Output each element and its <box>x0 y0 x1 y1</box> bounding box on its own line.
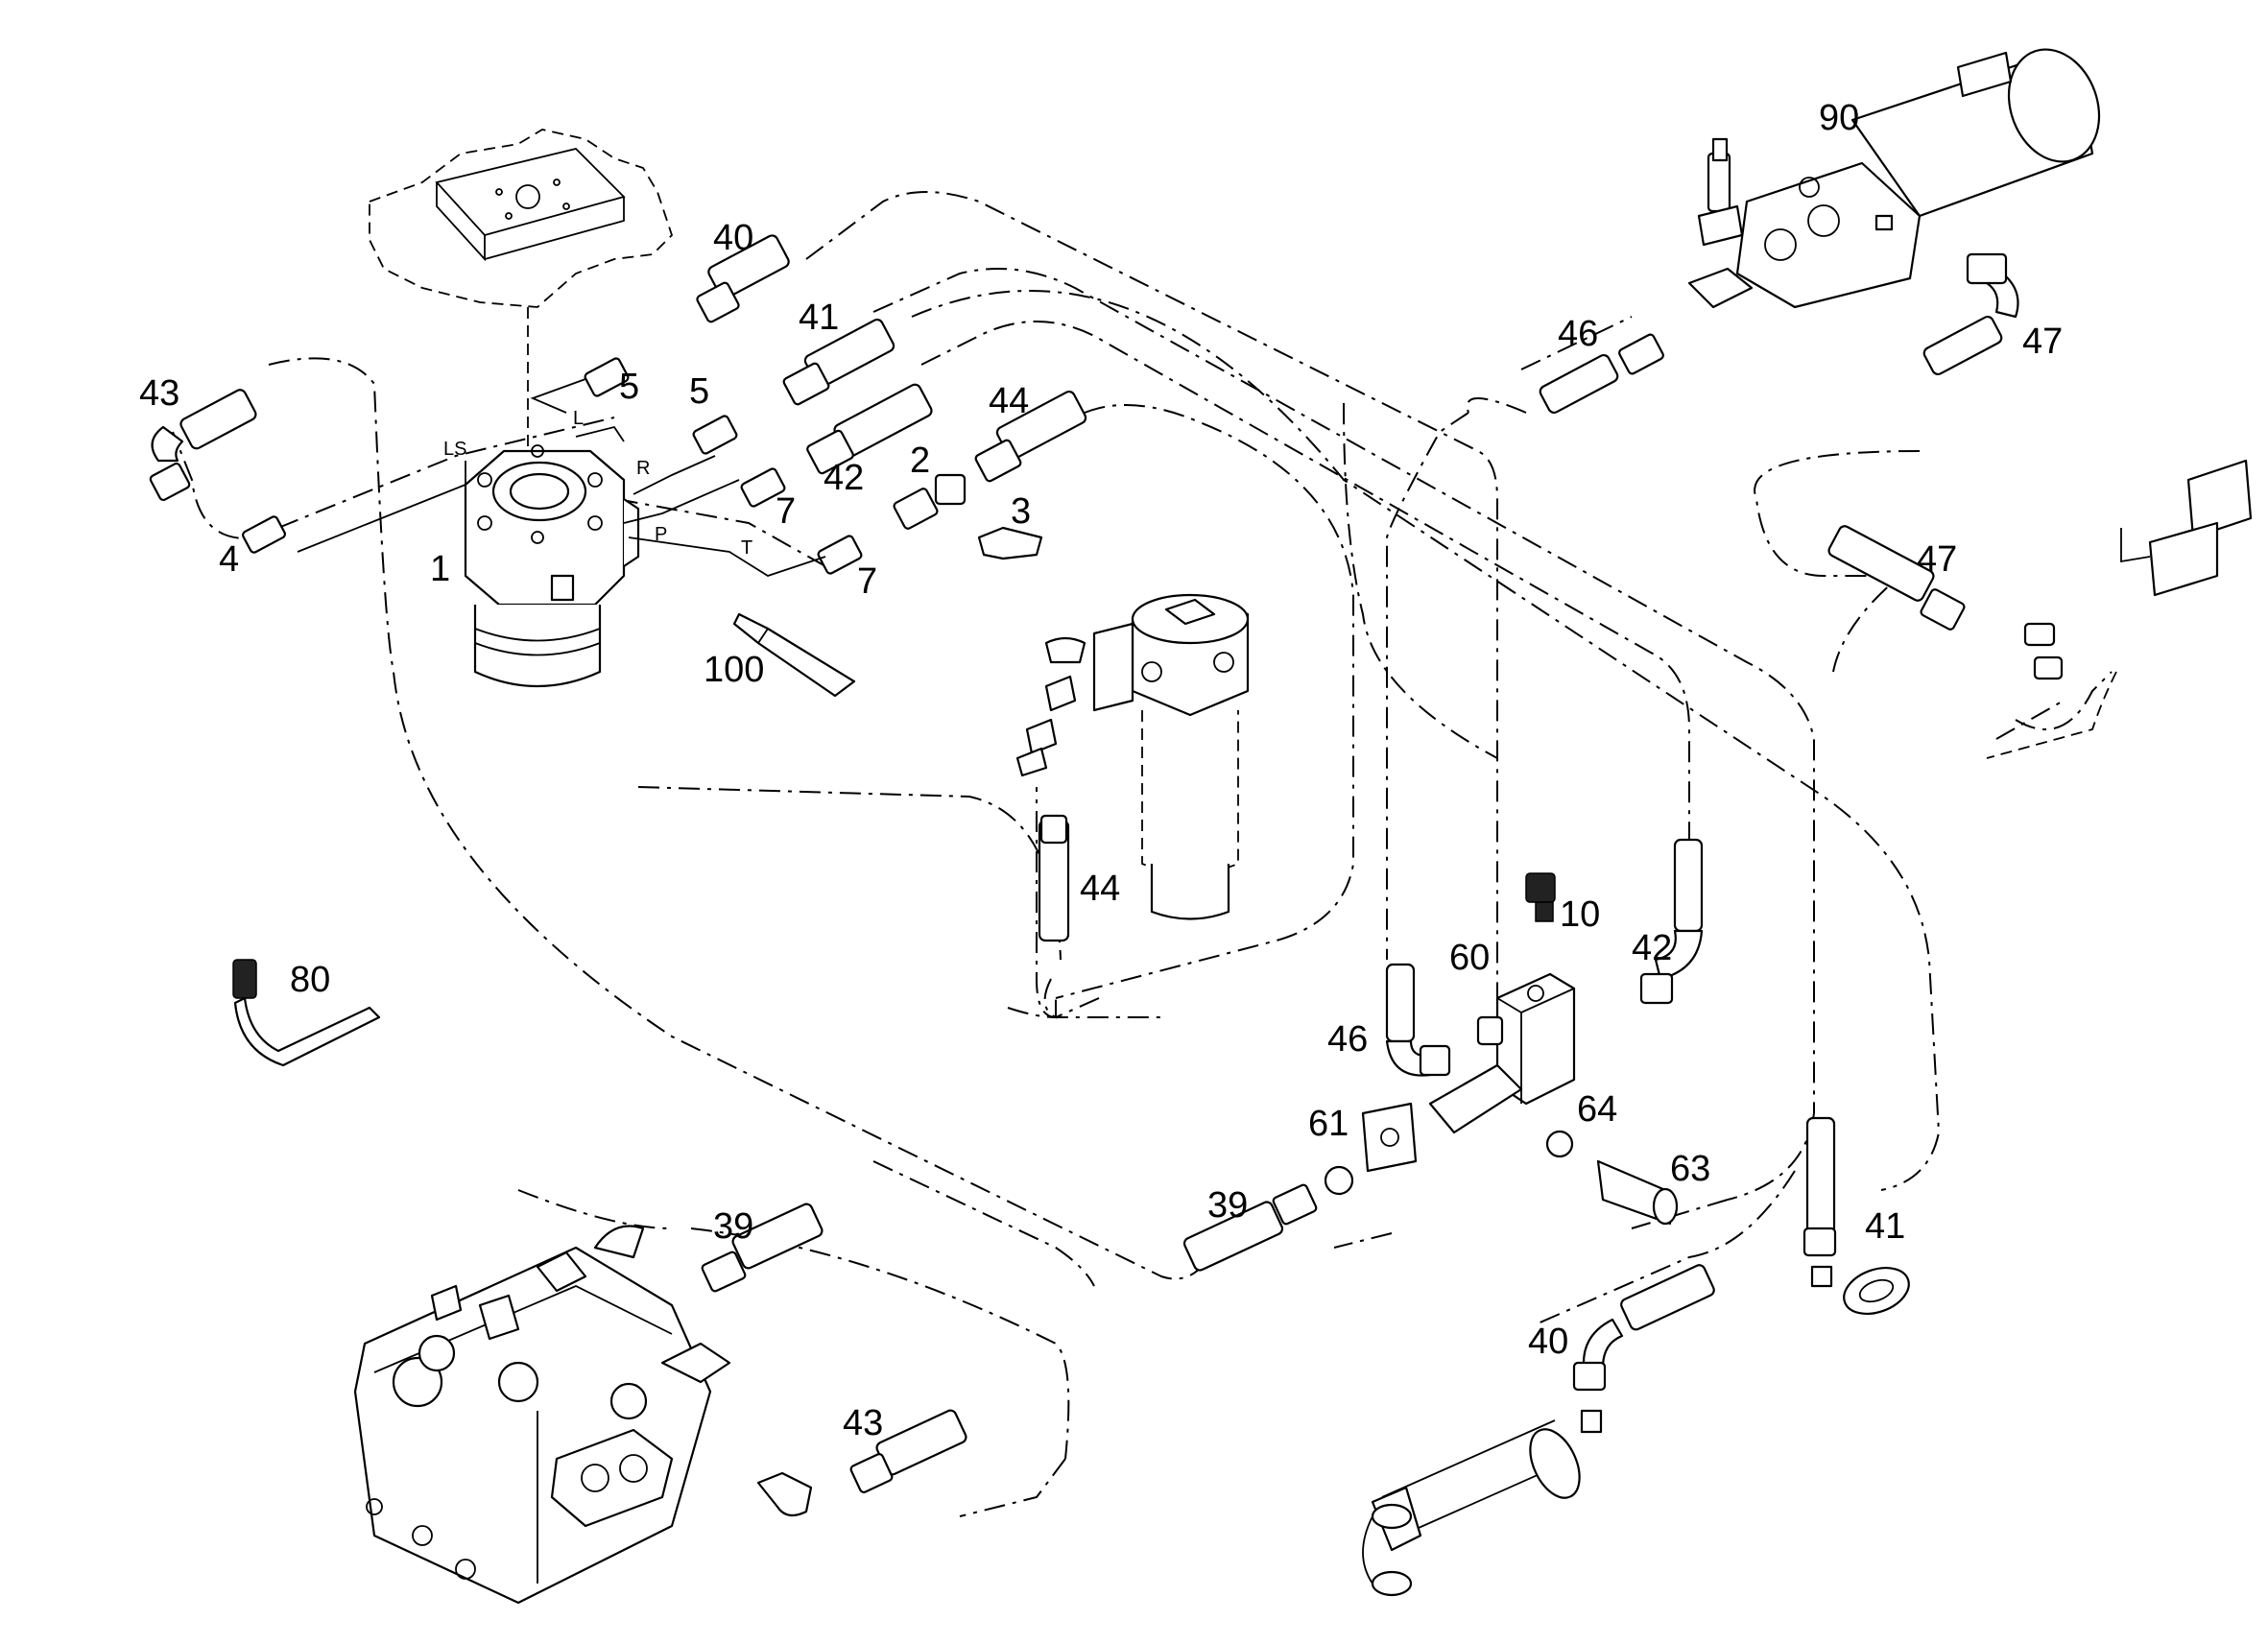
callout-90: 90 <box>1819 98 1859 138</box>
sealant-tube <box>732 612 856 698</box>
pump-motor-unit <box>1687 48 2101 309</box>
callout-47-upper: 47 <box>2022 322 2063 362</box>
callout-43-upper: 43 <box>139 373 179 414</box>
callout-41-lower: 41 <box>1865 1206 1905 1247</box>
callout-7-upper: 7 <box>776 491 796 532</box>
callout-39-lower: 39 <box>713 1206 753 1247</box>
callout-labels: 1 2 3 4 5 5 7 7 10 39 39 40 40 41 41 42 … <box>139 98 2063 1443</box>
callout-46-lower: 46 <box>1327 1019 1368 1060</box>
leader-lines <box>297 378 826 577</box>
fittings-upper-left <box>149 234 1087 575</box>
callout-100: 100 <box>704 650 764 690</box>
port-labels: LS L R P T <box>443 408 752 559</box>
callout-41-upper: 41 <box>799 298 839 338</box>
cable-tie <box>232 959 381 1067</box>
steering-column-mount <box>369 129 674 451</box>
callout-4: 4 <box>219 539 239 580</box>
callout-61: 61 <box>1308 1104 1349 1144</box>
callout-5-lower: 5 <box>689 371 709 412</box>
steering-cylinder <box>1362 1116 1910 1597</box>
port-p: P <box>655 524 667 545</box>
pipe-routes <box>172 191 2113 1517</box>
callout-2: 2 <box>910 441 930 481</box>
control-valve-block <box>353 1203 967 1605</box>
callout-42-lower: 42 <box>1632 928 1672 968</box>
callout-60: 60 <box>1449 938 1490 978</box>
callout-44-lower: 44 <box>1080 869 1120 909</box>
callout-10: 10 <box>1560 894 1600 935</box>
callout-47-lower: 47 <box>1917 539 1957 580</box>
hydraulic-filter <box>1015 593 1250 942</box>
steering-unit <box>464 444 640 688</box>
port-t: T <box>741 537 752 559</box>
port-r: R <box>636 458 650 479</box>
callout-44-upper: 44 <box>989 381 1029 421</box>
valve-block <box>1182 838 1704 1272</box>
callout-3: 3 <box>1011 491 1031 532</box>
callout-42-upper: 42 <box>824 458 864 498</box>
callout-43-lower: 43 <box>843 1403 883 1443</box>
callout-40-upper: 40 <box>713 218 753 258</box>
callout-64: 64 <box>1577 1089 1617 1130</box>
callout-39-valve: 39 <box>1207 1185 1248 1226</box>
mounting-bracket <box>1986 459 2253 759</box>
callout-5-upper: 5 <box>619 367 639 407</box>
callout-80: 80 <box>290 960 330 1000</box>
callout-7-lower: 7 <box>857 561 877 602</box>
callout-46-upper: 46 <box>1558 314 1598 354</box>
hoses-upper-right <box>1539 252 2064 680</box>
port-ls: LS <box>443 439 466 460</box>
callout-40-lower: 40 <box>1528 1322 1568 1362</box>
callout-1: 1 <box>430 549 450 589</box>
port-l: L <box>573 408 584 429</box>
callout-63: 63 <box>1670 1149 1710 1189</box>
